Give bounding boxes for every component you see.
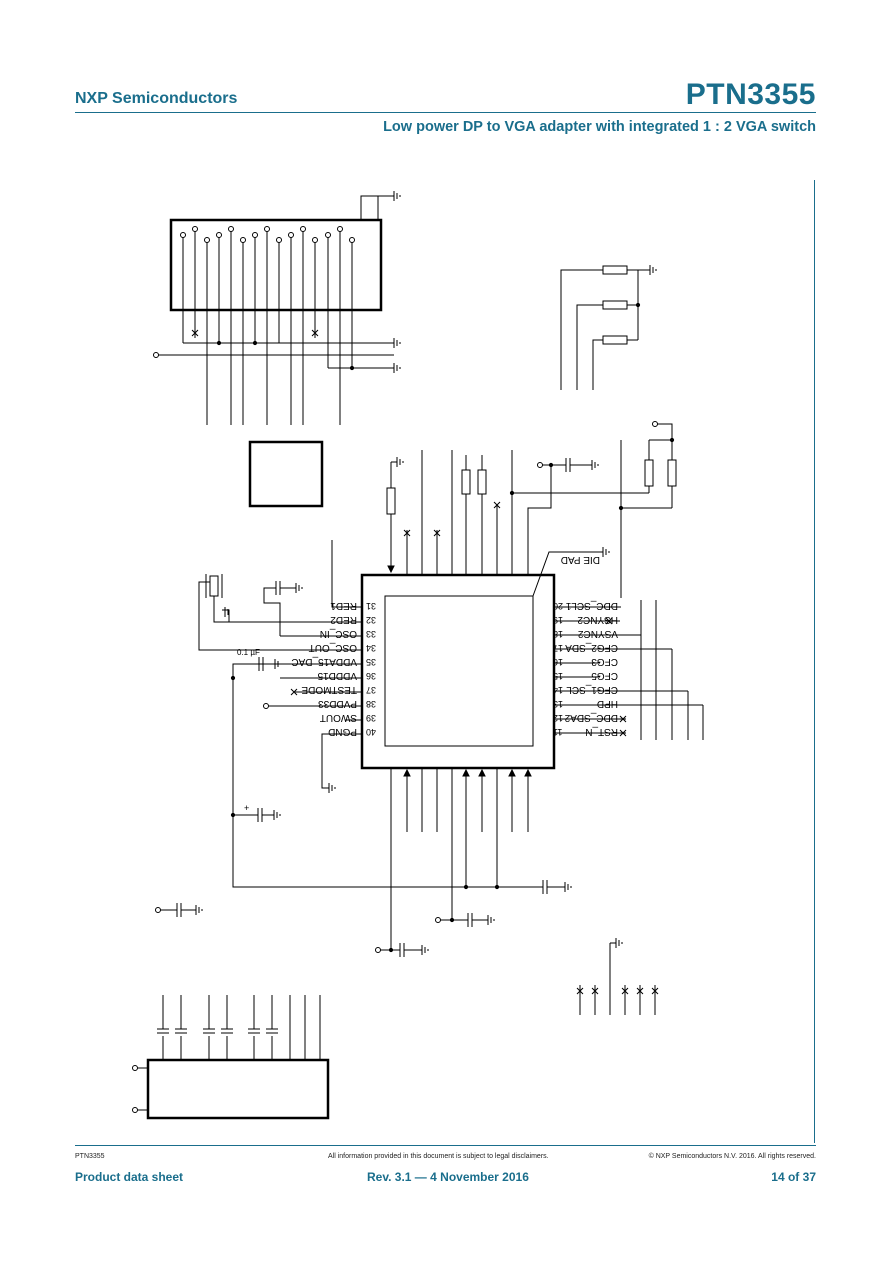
footer-copyright: © NXP Semiconductors N.V. 2016. All righ… — [648, 1153, 816, 1160]
pin-label: VSYNC2 — [578, 628, 618, 639]
pin-number: 13 — [553, 699, 563, 709]
pin-label: DDC_SCL1 — [565, 600, 618, 611]
die-pad-label: DIE PAD — [561, 554, 600, 565]
document-title: Low power DP to VGA adapter with integra… — [383, 119, 816, 135]
pin-number: 20 — [553, 601, 563, 611]
pin-label: PGND — [328, 726, 357, 737]
pin-number: 14 — [553, 685, 563, 695]
pin-label: CFG1_SCL — [566, 684, 618, 695]
pin-label: VDDD15 — [317, 670, 357, 681]
vga-connector-1 — [169, 218, 383, 312]
pin-number: 19 — [553, 615, 563, 625]
pin-number: 31 — [366, 601, 376, 611]
footer-revision: Rev. 3.1 — 4 November 2016 — [367, 1170, 529, 1184]
pin-label: CFG2_SDA — [565, 642, 618, 653]
pin-label: RST_N — [585, 726, 618, 737]
pin-label: RED1 — [330, 600, 357, 611]
pin-label: CFG5 — [591, 670, 618, 681]
footer-disclaimer: All information provided in this documen… — [328, 1153, 549, 1160]
pin-label: OSC_OUT — [309, 642, 357, 653]
crystal-module — [248, 440, 324, 508]
pin-number: 32 — [366, 615, 376, 625]
pin-label: TESTMODE — [301, 684, 357, 695]
pin-number: 36 — [366, 671, 376, 681]
pin-label: PVDD33 — [318, 698, 357, 709]
pin-number: 34 — [366, 643, 376, 653]
part-number: PTN3355 — [685, 78, 816, 111]
pin-number: 38 — [366, 699, 376, 709]
footer-page: 14 of 37 — [771, 1170, 816, 1184]
vga-connector-2 — [146, 1058, 330, 1120]
pin-label: HPD — [597, 698, 618, 709]
cap-value-label: 0.1 µF — [237, 648, 260, 657]
pin-label: CFG3 — [591, 656, 618, 667]
ptn3355-ic — [360, 573, 556, 770]
pin-label: RED2 — [330, 614, 357, 625]
frame-rule — [814, 180, 815, 1143]
pin-label: VDDA15_DAC — [291, 656, 357, 667]
footer-rule — [75, 1145, 816, 1146]
header-rule — [75, 112, 816, 113]
pin-number: 35 — [366, 657, 376, 667]
pin-number: 39 — [366, 713, 376, 723]
pin-label: SWOUT — [320, 712, 357, 723]
company-name: NXP Semiconductors — [75, 90, 238, 107]
pin-number: 40 — [366, 727, 376, 737]
pin-number: 18 — [553, 629, 563, 639]
footer-doc-id: PTN3355 — [75, 1153, 105, 1160]
pin-number: 33 — [366, 629, 376, 639]
pin-number: 15 — [553, 671, 563, 681]
pin-number: 12 — [553, 713, 563, 723]
pin-label: HSYNC2 — [577, 614, 618, 625]
pin-label: OSC_IN — [320, 628, 357, 639]
footer-doc-type: Product data sheet — [75, 1170, 184, 1184]
pin-label: DDC_SDA2 — [564, 712, 618, 723]
pin-number: 16 — [553, 657, 563, 667]
pin-number: 37 — [366, 685, 376, 695]
pin-number: 11 — [553, 727, 562, 737]
polarity-mark: + — [244, 803, 249, 813]
left-pin-labels: 31 RED1 32 RED2 33 OSC_IN 34 OSC_OUT 35 VDDA15_DA… — [291, 600, 376, 737]
pin-number: 17 — [553, 643, 563, 653]
